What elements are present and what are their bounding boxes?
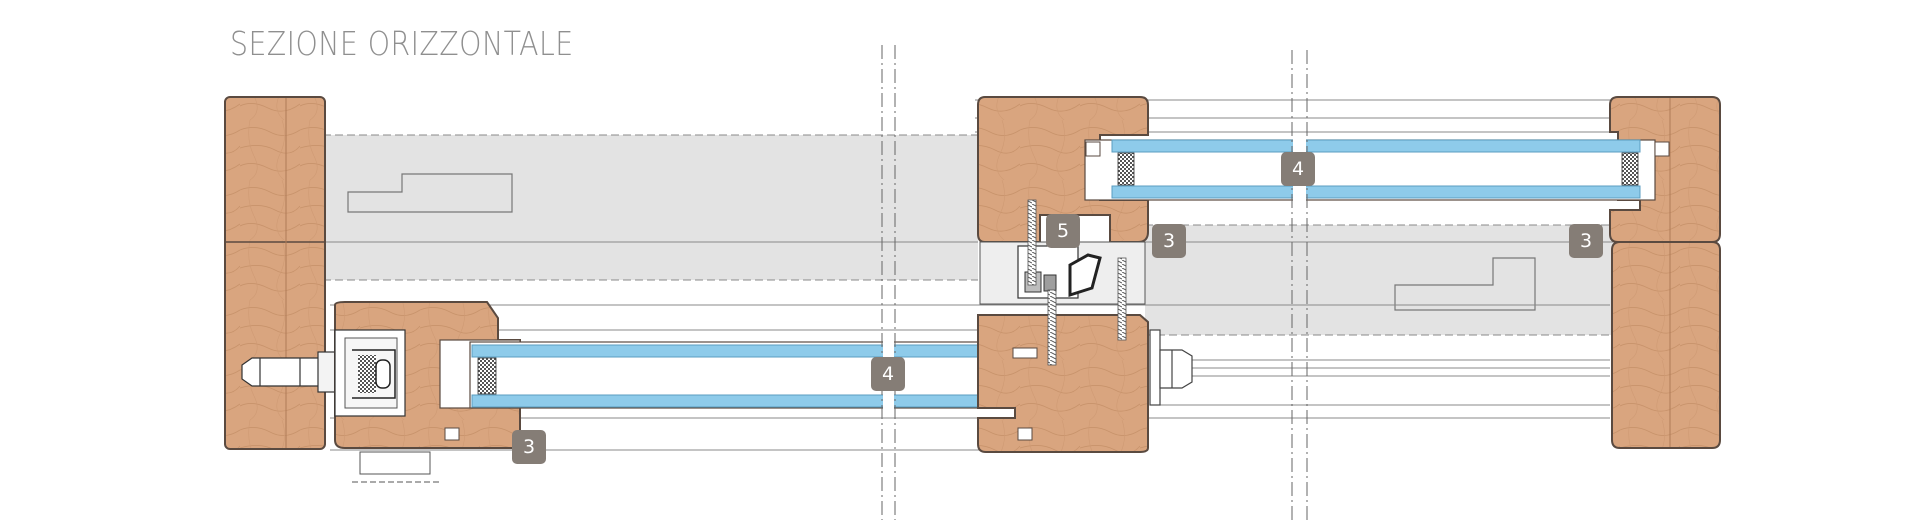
axis-lines: [881, 45, 1308, 520]
callout-glass-left: 4: [871, 357, 905, 391]
callout-ref-3-bottom-left: 3: [512, 430, 546, 464]
hardware-recess-right: [1394, 257, 1536, 311]
hinge-pin-left: [241, 351, 337, 393]
hardware-recess-left: [347, 173, 513, 213]
screws: [1027, 199, 1127, 366]
center-frame-lower: [977, 314, 1149, 453]
wall-opening-right: [1145, 224, 1615, 336]
page-title: SEZIONE ORIZZONTALE: [230, 24, 574, 63]
callout-ref-5-hardware: 5: [1046, 214, 1080, 248]
right-jamb-frame: [1611, 241, 1721, 449]
wall-opening-left: [323, 134, 978, 281]
lock-hardware: [979, 241, 1146, 305]
callout-ref-3-right: 3: [1569, 224, 1603, 258]
handle-rose-right: [1149, 329, 1193, 406]
left-jamb-frame: [224, 96, 326, 450]
glass-unit-right: [1084, 139, 1670, 201]
glass-unit-left: [469, 341, 1014, 409]
callout-glass-right: 4: [1281, 152, 1315, 186]
callout-ref-3-center: 3: [1152, 224, 1186, 258]
